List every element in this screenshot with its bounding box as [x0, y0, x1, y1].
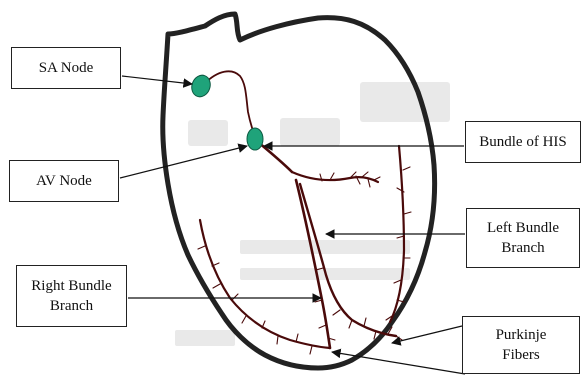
- av-node-label: AV Node: [9, 160, 119, 202]
- purkinje-fibers-label: Purkinje Fibers: [462, 316, 580, 374]
- sa-node-label: SA Node: [11, 47, 121, 89]
- purkinje-fibers-arrow-1: [392, 326, 462, 343]
- sa-node-arrow: [122, 76, 192, 84]
- bundle-of-his-label: Bundle of HIS: [465, 121, 581, 163]
- av-node: [247, 128, 263, 150]
- left-bundle-upper-branch: [292, 172, 378, 182]
- left-bundle-branch-label: Left Bundle Branch: [466, 208, 580, 268]
- sa-node: [189, 73, 213, 100]
- right-bundle-branch-label: Right Bundle Branch: [16, 265, 127, 327]
- left-bundle-branch: [296, 180, 330, 348]
- purkinje-fibers-arrow-2: [332, 352, 465, 374]
- av-node-arrow: [120, 146, 247, 178]
